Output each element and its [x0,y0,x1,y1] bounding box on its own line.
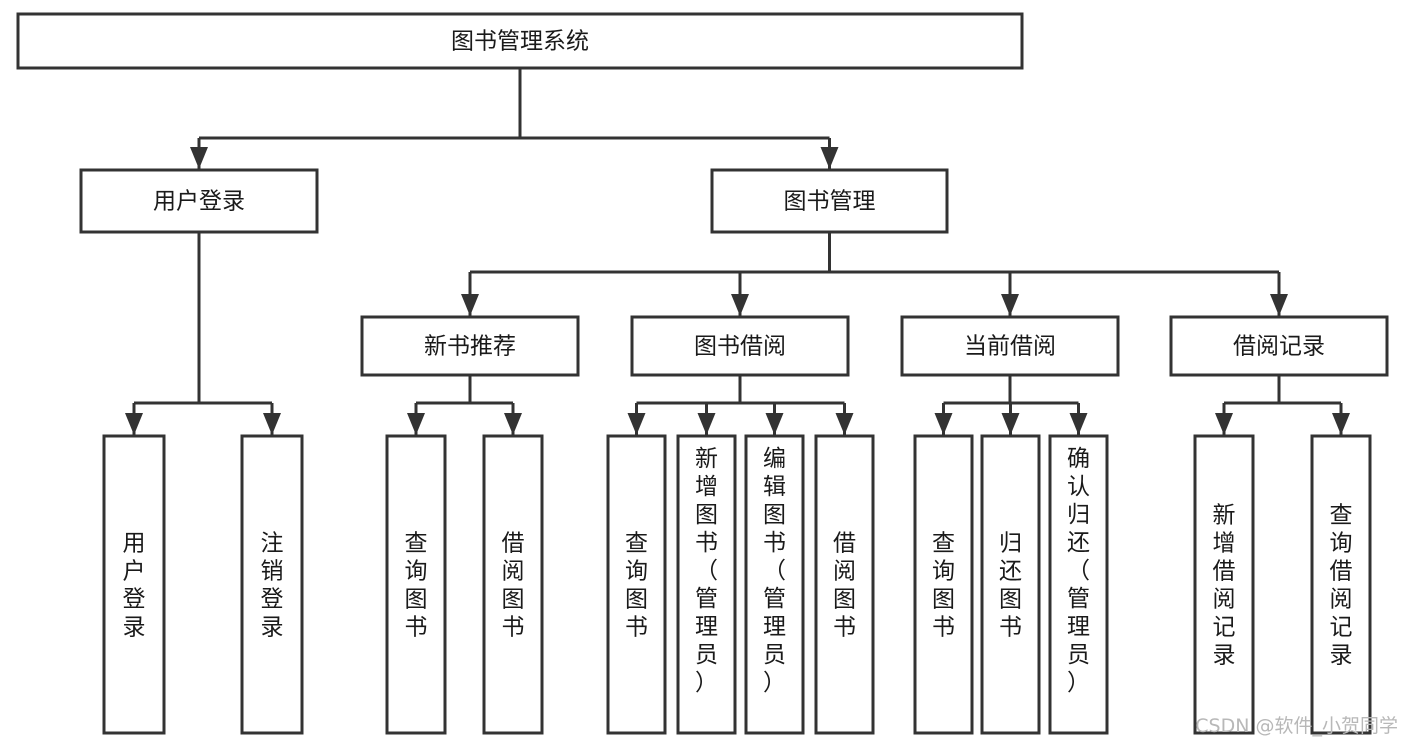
node-label: 借阅记录 [1233,334,1325,360]
arrow-head-icon [835,413,854,435]
node-leaf-confirm-return[interactable]: 确认归还（管理员） [1048,434,1109,735]
node-leaf-add-book[interactable]: 新增图书（管理员） [676,434,737,735]
node-box[interactable] [1193,434,1255,735]
arrow-head-icon [504,413,522,435]
node-leaf-edit-book[interactable]: 编辑图书（管理员） [744,434,805,735]
node-current-borrow[interactable]: 当前借阅 [900,315,1120,377]
node-box[interactable] [1048,434,1109,735]
arrow-head-icon [125,413,143,435]
node-box[interactable] [630,315,850,377]
arrow-head-icon [1001,413,1020,435]
node-label: 注销登录 [261,531,284,641]
node-box[interactable] [744,434,805,735]
node-label: 图书管理 [784,189,876,215]
node-box[interactable] [240,434,304,735]
node-label: 查询图书 [405,531,428,641]
arrow-head-icon [1215,413,1233,435]
node-label: 新书推荐 [424,334,516,360]
node-box[interactable] [1310,434,1372,735]
arrow-head-icon [934,413,953,435]
node-label: 查询图书 [625,531,648,641]
node-label: 用户登录 [153,189,245,215]
node-root-system[interactable]: 图书管理系统 [16,12,1024,70]
arrow-head-icon [1332,413,1350,435]
node-box[interactable] [814,434,875,735]
connector-edges-layer [125,68,1350,435]
node-label: 新增图书（管理员） [695,446,718,696]
node-leaf-query-book-cur[interactable]: 查询图书 [913,434,974,735]
arrow-head-icon [1069,413,1088,435]
nodes-layer: 图书管理系统用户登录图书管理新书推荐图书借阅当前借阅借阅记录用户登录注销登录查询… [16,12,1389,735]
arrow-head-icon [697,413,716,435]
arrow-head-icon [1001,294,1019,316]
node-borrow-record[interactable]: 借阅记录 [1169,315,1389,377]
node-label: 确认归还（管理员） [1067,446,1090,696]
node-box[interactable] [606,434,667,735]
node-box[interactable] [900,315,1120,377]
node-leaf-borrow-book[interactable]: 借阅图书 [814,434,875,735]
node-label: 新增借阅记录 [1213,503,1236,669]
node-label: 查询借阅记录 [1330,503,1353,669]
node-label: 编辑图书（管理员） [763,446,786,696]
arrow-head-icon [263,413,281,435]
node-book-manage[interactable]: 图书管理 [710,168,949,234]
csdn-watermark: CSDN @软件_小贺同学 [1195,715,1398,737]
node-label: 图书管理系统 [451,29,589,55]
arrow-head-icon [407,413,425,435]
node-label: 查询图书 [932,531,955,641]
node-leaf-user-login[interactable]: 用户登录 [102,434,166,735]
node-leaf-query-book-borrow[interactable]: 查询图书 [606,434,667,735]
node-label: 图书借阅 [694,334,786,360]
node-leaf-logout[interactable]: 注销登录 [240,434,304,735]
node-box[interactable] [1169,315,1389,377]
node-box[interactable] [16,12,1024,70]
node-box[interactable] [482,434,544,735]
arrow-head-icon [190,147,208,169]
node-book-borrow[interactable]: 图书借阅 [630,315,850,377]
node-new-book-recommend[interactable]: 新书推荐 [360,315,580,377]
node-user-login[interactable]: 用户登录 [79,168,319,234]
node-box[interactable] [102,434,166,735]
node-label: 用户登录 [123,531,146,641]
arrow-head-icon [461,294,479,316]
node-box[interactable] [710,168,949,234]
node-box[interactable] [913,434,974,735]
node-box[interactable] [980,434,1041,735]
node-leaf-query-book-rec[interactable]: 查询图书 [385,434,447,735]
arrow-head-icon [765,413,784,435]
node-label: 当前借阅 [964,334,1056,360]
arrow-head-icon [731,294,749,316]
node-box[interactable] [79,168,319,234]
node-leaf-borrow-book-rec[interactable]: 借阅图书 [482,434,544,735]
arrow-head-icon [627,413,646,435]
node-label: 借阅图书 [833,531,856,641]
node-label: 借阅图书 [502,531,525,641]
node-leaf-query-record[interactable]: 查询借阅记录 [1310,434,1372,735]
node-leaf-return-book[interactable]: 归还图书 [980,434,1041,735]
arrow-head-icon [820,147,839,169]
node-box[interactable] [360,315,580,377]
node-label: 归还图书 [999,531,1022,641]
node-box[interactable] [385,434,447,735]
node-leaf-add-record[interactable]: 新增借阅记录 [1193,434,1255,735]
arrow-head-icon [1270,294,1288,316]
node-box[interactable] [676,434,737,735]
